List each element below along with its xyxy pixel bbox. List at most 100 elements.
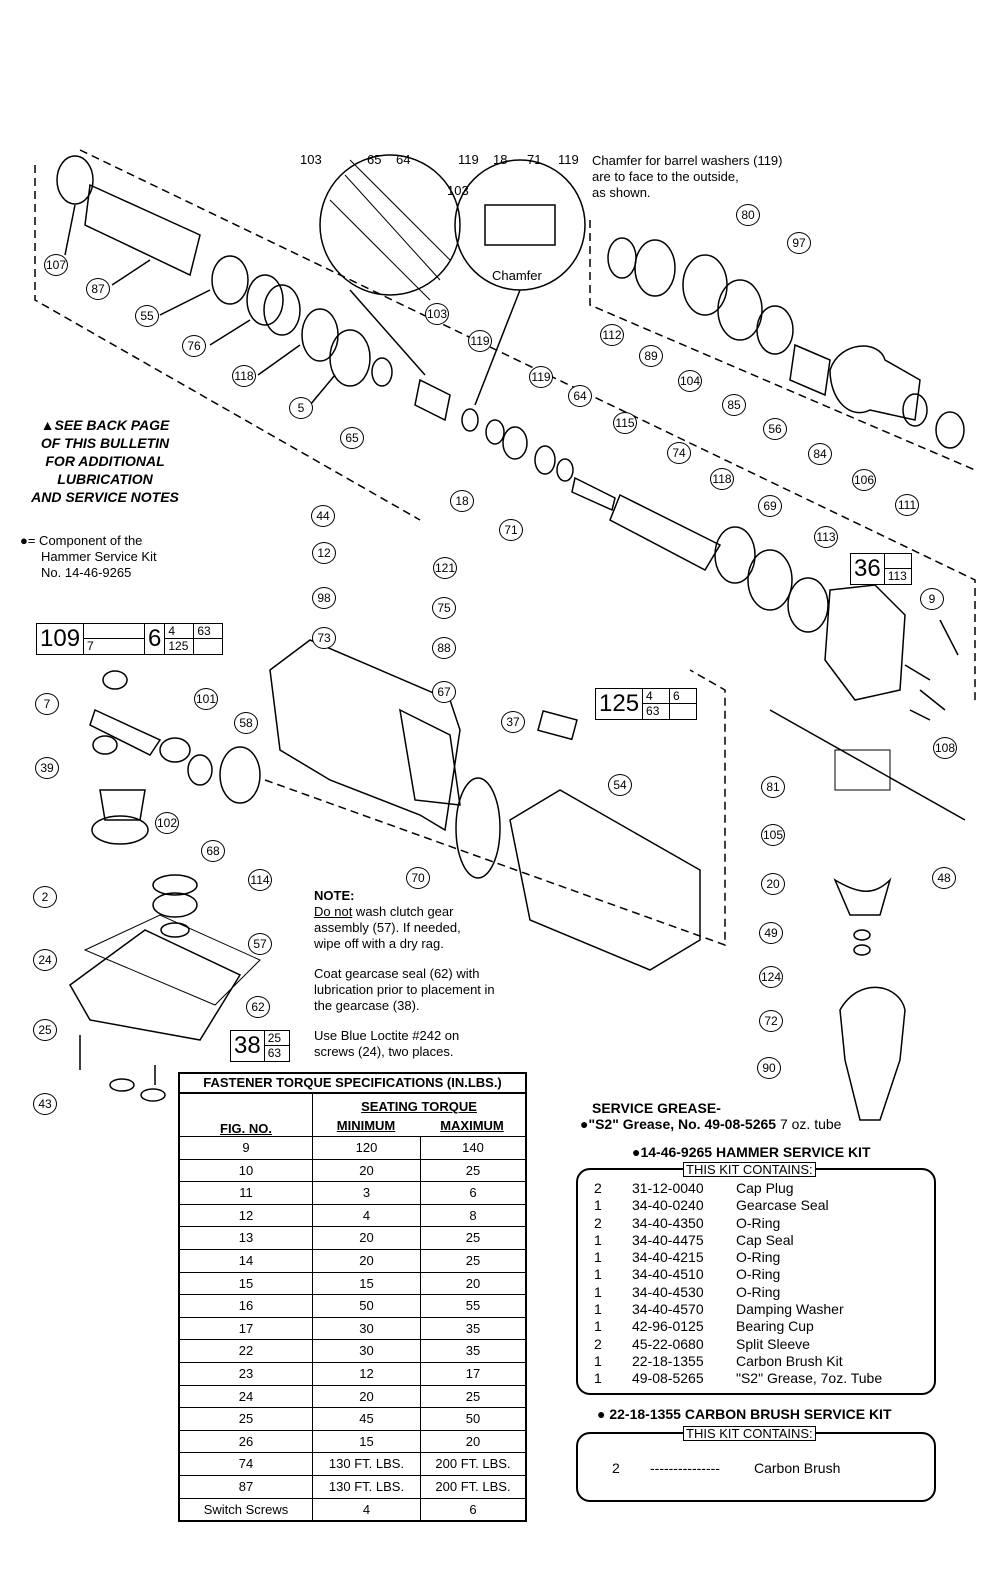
part-callout: 121 bbox=[433, 557, 457, 579]
part-callout: 48 bbox=[932, 867, 956, 889]
torque-cell: 16 bbox=[180, 1295, 313, 1317]
torque-cell: 45 bbox=[313, 1408, 421, 1430]
part-callout: 103 bbox=[425, 303, 449, 325]
note-emphasis: Do not bbox=[314, 904, 353, 919]
part-callout: 102 bbox=[155, 812, 179, 834]
torque-cell: 25 bbox=[465, 1388, 481, 1404]
torque-cell: 25 bbox=[465, 1252, 481, 1268]
box-cell: 4 bbox=[643, 689, 670, 704]
torque-cell: 200 FT. LBS. bbox=[435, 1478, 511, 1494]
box-cell: 25 bbox=[264, 1031, 289, 1046]
part-callout: 89 bbox=[639, 345, 663, 367]
torque-cell: 120 bbox=[313, 1137, 421, 1159]
torque-cell: 35 bbox=[465, 1320, 481, 1336]
box-big: 36 bbox=[851, 554, 885, 584]
torque-cell: 20 bbox=[465, 1275, 481, 1291]
note-text: Coat gearcase seal (62) with bbox=[314, 966, 480, 981]
kit-cell: 1 bbox=[594, 1266, 602, 1283]
component-note-line: ●= Component of the bbox=[20, 533, 143, 548]
part-callout: 97 bbox=[787, 232, 811, 254]
box-big: 125 bbox=[596, 689, 644, 719]
part-callout: 81 bbox=[761, 776, 785, 798]
kit-cell: 1 bbox=[594, 1249, 602, 1266]
torque-cell: 23 bbox=[180, 1362, 313, 1385]
note-text: wipe off with a dry rag. bbox=[314, 936, 444, 951]
part-callout: 101 bbox=[194, 688, 218, 710]
box-big: 6 bbox=[145, 624, 166, 654]
part-callout: 7 bbox=[35, 693, 59, 715]
part-callout: 55 bbox=[135, 305, 159, 327]
note-title: NOTE: bbox=[314, 888, 355, 903]
kit-cell: 22-18-1355 bbox=[632, 1352, 704, 1369]
side-note-line: ▲SEE BACK PAGE bbox=[40, 417, 170, 433]
kit-cell: 1 bbox=[594, 1197, 602, 1214]
kit-cell: Carbon Brush Kit bbox=[736, 1352, 843, 1369]
kit-cell: 31-12-0040 bbox=[632, 1180, 704, 1196]
torque-cell: 22 bbox=[180, 1340, 313, 1362]
chamfer-note: Chamfer for barrel washers (119) are to … bbox=[592, 153, 783, 201]
chamfer-label: Chamfer bbox=[492, 268, 542, 283]
note-text: wash clutch gear bbox=[352, 904, 454, 919]
part-callout: 71 bbox=[499, 519, 523, 541]
torque-table-header: FIG. NO. SEATING TORQUE MINIMUM MAXIMUM bbox=[180, 1094, 525, 1137]
torque-cell: 20 bbox=[313, 1159, 421, 1182]
part-callout: 18 bbox=[450, 490, 474, 512]
torque-cell: 20 bbox=[313, 1385, 421, 1408]
part-callout: 118 bbox=[710, 468, 734, 490]
detail-label-18: 18 bbox=[493, 152, 508, 167]
grease-part: ●"S2" Grease, No. 49-08-5265 bbox=[580, 1116, 777, 1132]
torque-cell: 12 bbox=[313, 1362, 421, 1385]
service-grease-title: SERVICE GREASE- bbox=[592, 1100, 721, 1116]
col-maximum: MAXIMUM bbox=[440, 1118, 504, 1133]
torque-cell: 12 bbox=[180, 1204, 313, 1227]
part-callout: 76 bbox=[182, 335, 206, 357]
torque-cell: 20 bbox=[313, 1249, 421, 1272]
kit-cell: O-Ring bbox=[736, 1249, 781, 1266]
torque-cell: 74 bbox=[180, 1453, 313, 1475]
chamfer-note-line: Chamfer for barrel washers (119) bbox=[592, 153, 783, 168]
torque-cell: 140 bbox=[462, 1140, 484, 1155]
torque-cell: 25 bbox=[465, 1230, 481, 1246]
box-cell: 113 bbox=[887, 569, 907, 583]
kit-cell: 34-40-4475 bbox=[632, 1231, 704, 1248]
part-callout: 87 bbox=[86, 278, 110, 300]
kit-cell: 42-96-0125 bbox=[632, 1318, 704, 1335]
col-seating-torque: SEATING TORQUE bbox=[361, 1099, 477, 1114]
kit-cell: 1 bbox=[594, 1231, 602, 1248]
kit-cell: 1 bbox=[594, 1301, 602, 1318]
kit-cell: 2 bbox=[594, 1180, 602, 1196]
part-callout: 57 bbox=[248, 933, 272, 955]
kit-cell: O-Ring bbox=[736, 1214, 781, 1231]
kit-cell: 34-40-4215 bbox=[632, 1249, 704, 1266]
side-note: ▲SEE BACK PAGE OF THIS BULLETIN FOR ADDI… bbox=[15, 416, 195, 506]
part-callout: 49 bbox=[759, 922, 783, 944]
kit-cell: 1 bbox=[594, 1318, 602, 1335]
torque-cell: 50 bbox=[465, 1411, 481, 1427]
torque-cell: 200 FT. LBS. bbox=[435, 1456, 511, 1472]
part-callout: 25 bbox=[33, 1019, 57, 1041]
torque-cell: 25 bbox=[465, 1162, 481, 1178]
detail-label-119a: 119 bbox=[458, 152, 479, 167]
torque-cell: 4 bbox=[313, 1498, 421, 1521]
note-text: screws (24), two places. bbox=[314, 1044, 454, 1059]
col-fig-no: FIG. NO. bbox=[180, 1094, 313, 1136]
torque-cell: 20 bbox=[313, 1227, 421, 1249]
part-callout: 37 bbox=[501, 711, 525, 733]
kit-cell: "S2" Grease, 7oz. Tube bbox=[736, 1370, 883, 1387]
part-callout: 67 bbox=[432, 681, 456, 703]
torque-cell: 130 FT. LBS. bbox=[313, 1475, 421, 1498]
detail-label-71: 71 bbox=[527, 152, 542, 167]
torque-cell: 11 bbox=[180, 1182, 313, 1204]
part-callout: 119 bbox=[468, 330, 492, 352]
chamfer-note-line: are to face to the outside, bbox=[592, 169, 739, 184]
torque-cell: 130 FT. LBS. bbox=[313, 1453, 421, 1475]
